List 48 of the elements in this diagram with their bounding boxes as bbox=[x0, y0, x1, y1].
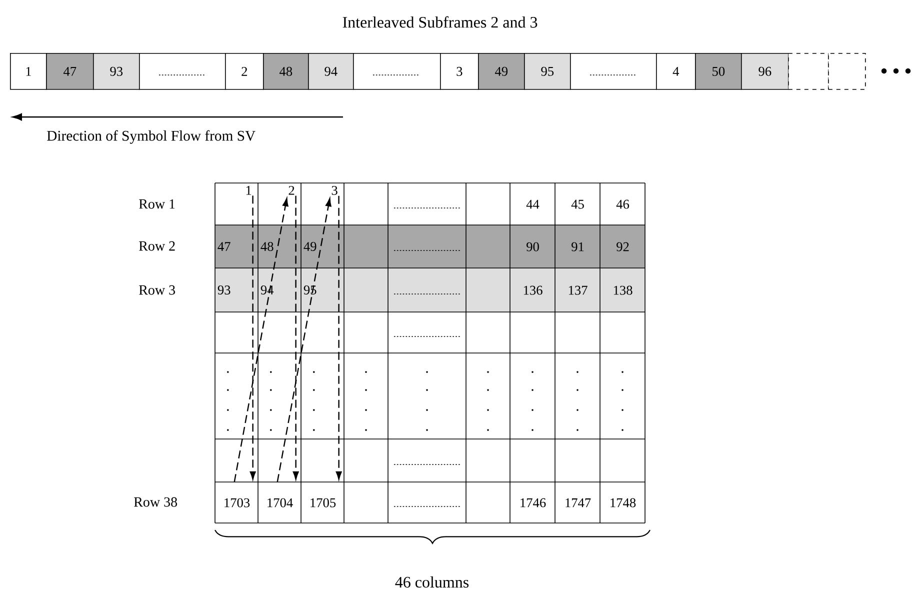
cell-number: 2 bbox=[288, 186, 294, 195]
cell-number: 3 bbox=[332, 186, 338, 195]
symbol-cell: 48 bbox=[263, 53, 309, 90]
cell-number: 90 bbox=[526, 242, 539, 252]
symbol-cell: 94 bbox=[308, 53, 354, 90]
symbol-cell: 49 bbox=[478, 53, 525, 90]
cell-number: 1703 bbox=[224, 498, 250, 508]
arrow bbox=[234, 198, 288, 482]
dashed-box bbox=[828, 53, 866, 90]
cell-number: 136 bbox=[524, 286, 542, 295]
cell-number: 93 bbox=[218, 286, 230, 294]
symbol-cell: 95 bbox=[524, 53, 571, 90]
row-label: Row 2 bbox=[139, 241, 175, 251]
arrow bbox=[336, 196, 342, 480]
cell-number: 1704 bbox=[268, 498, 293, 508]
symbol-cell: 1 bbox=[10, 53, 47, 90]
cell-number: 1746 bbox=[520, 498, 546, 508]
cell-number: 46 bbox=[616, 200, 630, 209]
arrow bbox=[292, 196, 299, 480]
caption-text: 46 columns bbox=[395, 576, 469, 588]
dashed-box bbox=[788, 53, 829, 90]
symbol-cell: 3 bbox=[440, 53, 479, 90]
symbol-cell: 93 bbox=[93, 53, 140, 90]
cell-number: 1748 bbox=[610, 498, 636, 508]
cell-number: 47 bbox=[218, 242, 230, 251]
cell-number: 138 bbox=[614, 286, 632, 295]
cell-number: 44 bbox=[526, 200, 540, 209]
cell-number: 1 bbox=[246, 186, 252, 195]
title: Interleaved Subframes 2 and 3 bbox=[342, 16, 538, 28]
arrow bbox=[250, 196, 256, 480]
cell-number: 1747 bbox=[566, 498, 591, 508]
symbol-cell: 2 bbox=[225, 53, 264, 90]
symbol-cell: 96 bbox=[741, 53, 789, 90]
cell-number: 45 bbox=[571, 200, 584, 209]
row-label: Row 38 bbox=[134, 497, 178, 507]
caption-text: Direction of Symbol Flow from SV bbox=[47, 130, 256, 144]
symbol-cell: 4 bbox=[656, 53, 696, 90]
cell-number: 92 bbox=[616, 242, 629, 252]
cell-number: 1705 bbox=[310, 498, 336, 508]
arrow bbox=[276, 198, 332, 482]
cell-number: 91 bbox=[572, 242, 584, 252]
cell-number: 48 bbox=[260, 242, 274, 251]
symbol-cell: 47 bbox=[46, 53, 94, 90]
row-label: Row 3 bbox=[139, 285, 175, 295]
cell-number: 137 bbox=[568, 286, 588, 295]
symbol-cell: 50 bbox=[695, 53, 742, 90]
cell-number: 49 bbox=[304, 242, 316, 251]
row-label: Row 1 bbox=[139, 199, 175, 209]
